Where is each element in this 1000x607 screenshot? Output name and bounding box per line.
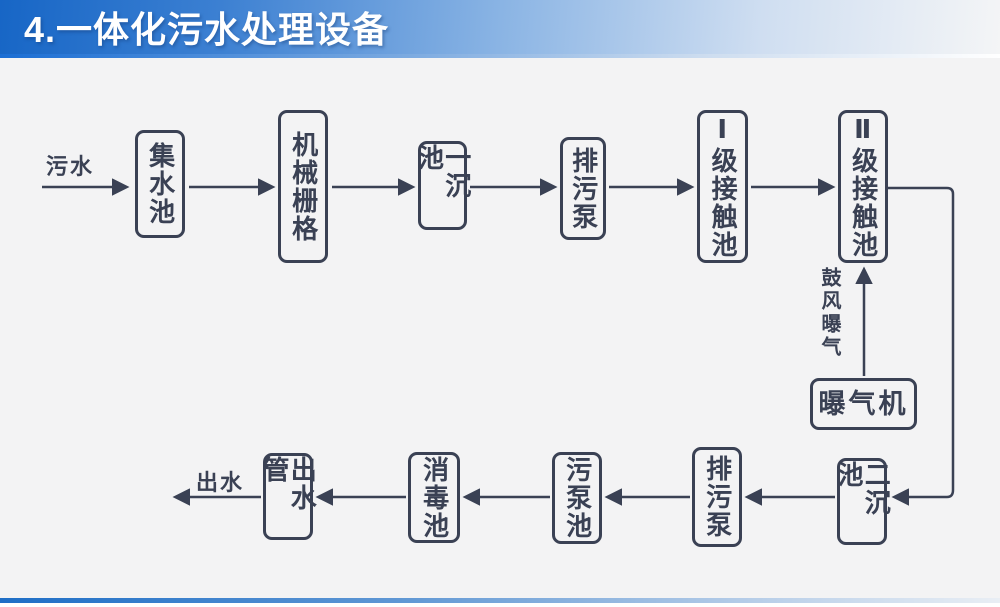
node-collection-tank: 集水池 — [135, 130, 185, 238]
node-outlet-pipe: 出水管 — [260, 453, 317, 540]
outflow-label: 出水 — [196, 470, 245, 495]
node-level-2-contact-tank: Ⅱ级接触池 — [838, 110, 888, 263]
inflow-label: 污水 — [46, 154, 95, 179]
title-divider — [0, 54, 1000, 58]
node-primary-sedimentation-tank: 一沉池 — [415, 141, 472, 230]
node-sewage-discharge-pump-bottom: 排污泵 — [692, 447, 742, 547]
title-bar: 4.一体化污水处理设备 — [0, 0, 1000, 54]
node-sewage-discharge-pump-top: 排污泵 — [560, 137, 606, 240]
node-aerator: 曝气机 — [810, 378, 917, 430]
arrow-level2-to-secondary-sed — [888, 186, 955, 506]
node-sewage-pump-tank: 污泵池 — [552, 452, 602, 544]
node-disinfection-tank: 消毒池 — [408, 452, 460, 543]
flow-diagram: 集水池 机械栅格 一沉池 排污泵 Ⅰ级接触池 Ⅱ级接触池 曝气机 二沉池 排污泵… — [0, 58, 1000, 598]
node-mechanical-grid: 机械栅格 — [278, 110, 328, 263]
bottom-accent-bar — [0, 598, 1000, 603]
flow-arrows — [42, 178, 955, 506]
node-secondary-sedimentation-tank: 二沉池 — [834, 458, 891, 545]
node-level-1-contact-tank: Ⅰ级接触池 — [697, 110, 748, 263]
page-title: 4.一体化污水处理设备 — [24, 9, 390, 50]
aeration-label: 鼓风曝气 — [818, 267, 840, 359]
